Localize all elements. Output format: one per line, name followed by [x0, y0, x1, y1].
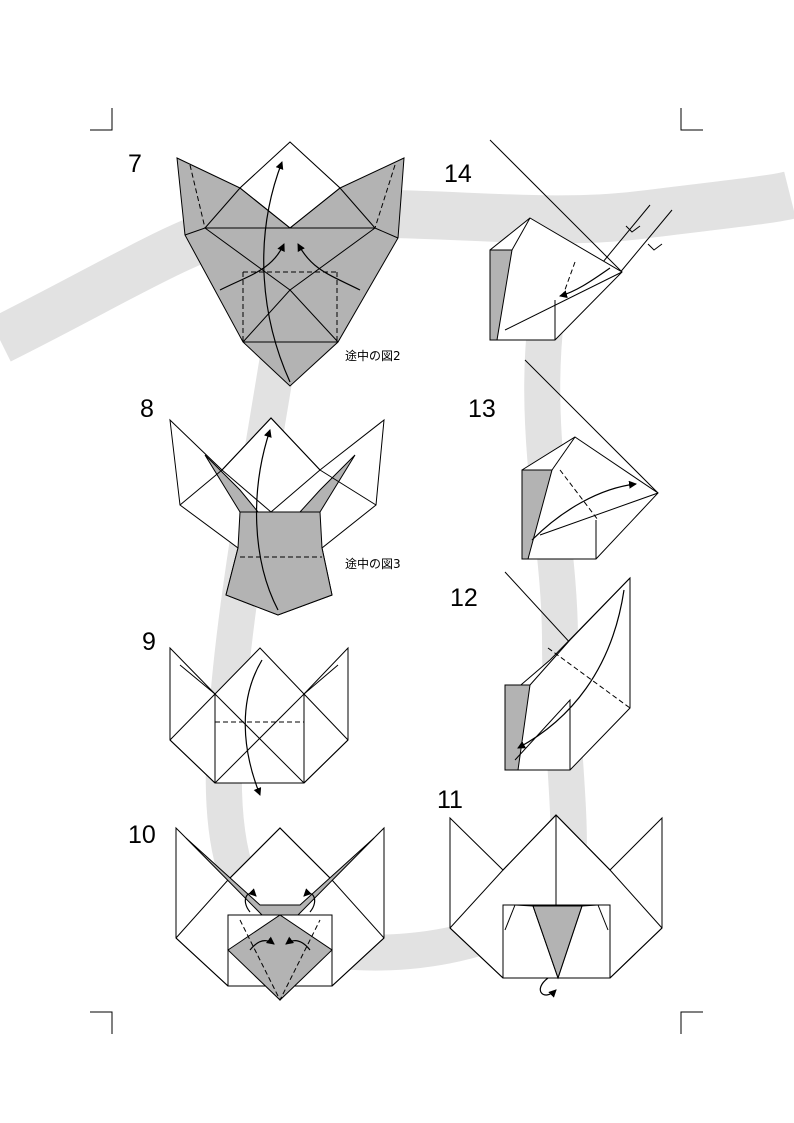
step-9-number: 9 [142, 628, 156, 656]
crop-marks [90, 108, 703, 1034]
step-13-number: 13 [468, 395, 496, 423]
step-7-figure [176, 141, 405, 387]
step-11-number: 11 [437, 786, 463, 814]
step-9-figure [169, 646, 349, 796]
step-8-figure [169, 417, 385, 616]
step-11-figure [449, 814, 663, 998]
step-12-number: 12 [450, 584, 478, 612]
step-14-number: 14 [444, 160, 472, 188]
midway-figure-2-note: 途中の図2 [345, 349, 401, 363]
step-7-number: 7 [128, 150, 142, 178]
step-10-figure [175, 826, 385, 1002]
background-ribbon [0, 171, 794, 971]
step-8-number: 8 [140, 395, 154, 423]
step-12-figure [504, 571, 631, 771]
midway-figure-3-note: 途中の図3 [345, 557, 401, 571]
step-13-figure [521, 359, 659, 560]
step-10-number: 10 [128, 821, 156, 849]
step-14-figure [489, 139, 673, 341]
